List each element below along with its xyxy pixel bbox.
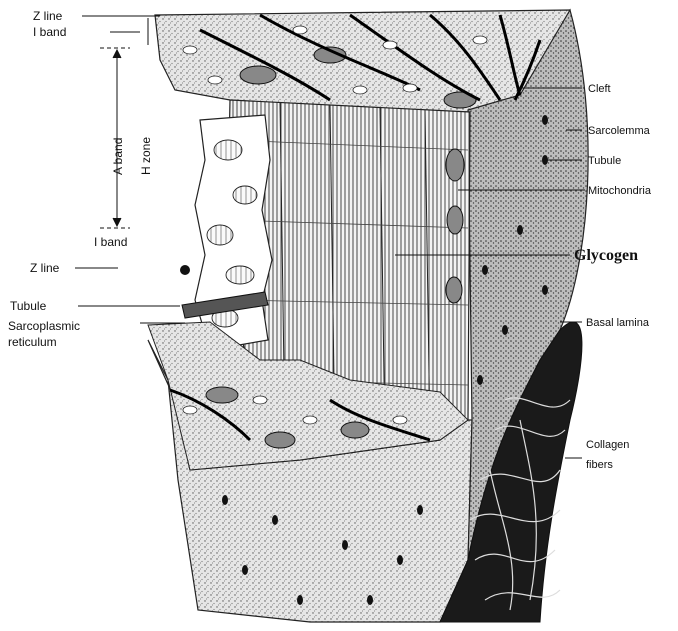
z-line-bottom-label: Z line (30, 261, 60, 275)
mitochondria-label: Mitochondria (588, 185, 652, 197)
glycogen-label: Glycogen (574, 247, 638, 264)
sarcoplasmic-label-line2: reticulum (8, 335, 57, 349)
basal-lamina-label: Basal lamina (586, 317, 650, 329)
tubule-left-label: Tubule (10, 299, 47, 313)
sarcolemma-label: Sarcolemma (588, 125, 651, 137)
collagen-label-line1: Collagen (586, 439, 629, 451)
sarcoplasmic-label-line1: Sarcoplasmic (8, 319, 80, 333)
tubule-right-label: Tubule (588, 155, 621, 167)
cleft-label: Cleft (588, 83, 611, 95)
band-bracket (100, 18, 148, 228)
z-line-top-label: Z line (33, 9, 63, 23)
h-zone-label: H zone (139, 137, 153, 175)
collagen-label-line2: fibers (586, 459, 613, 471)
i-band-top-label: I band (33, 25, 66, 39)
tubule-opening (180, 265, 190, 275)
a-band-label: A band (111, 138, 125, 175)
i-band-bottom-label: I band (94, 235, 127, 249)
